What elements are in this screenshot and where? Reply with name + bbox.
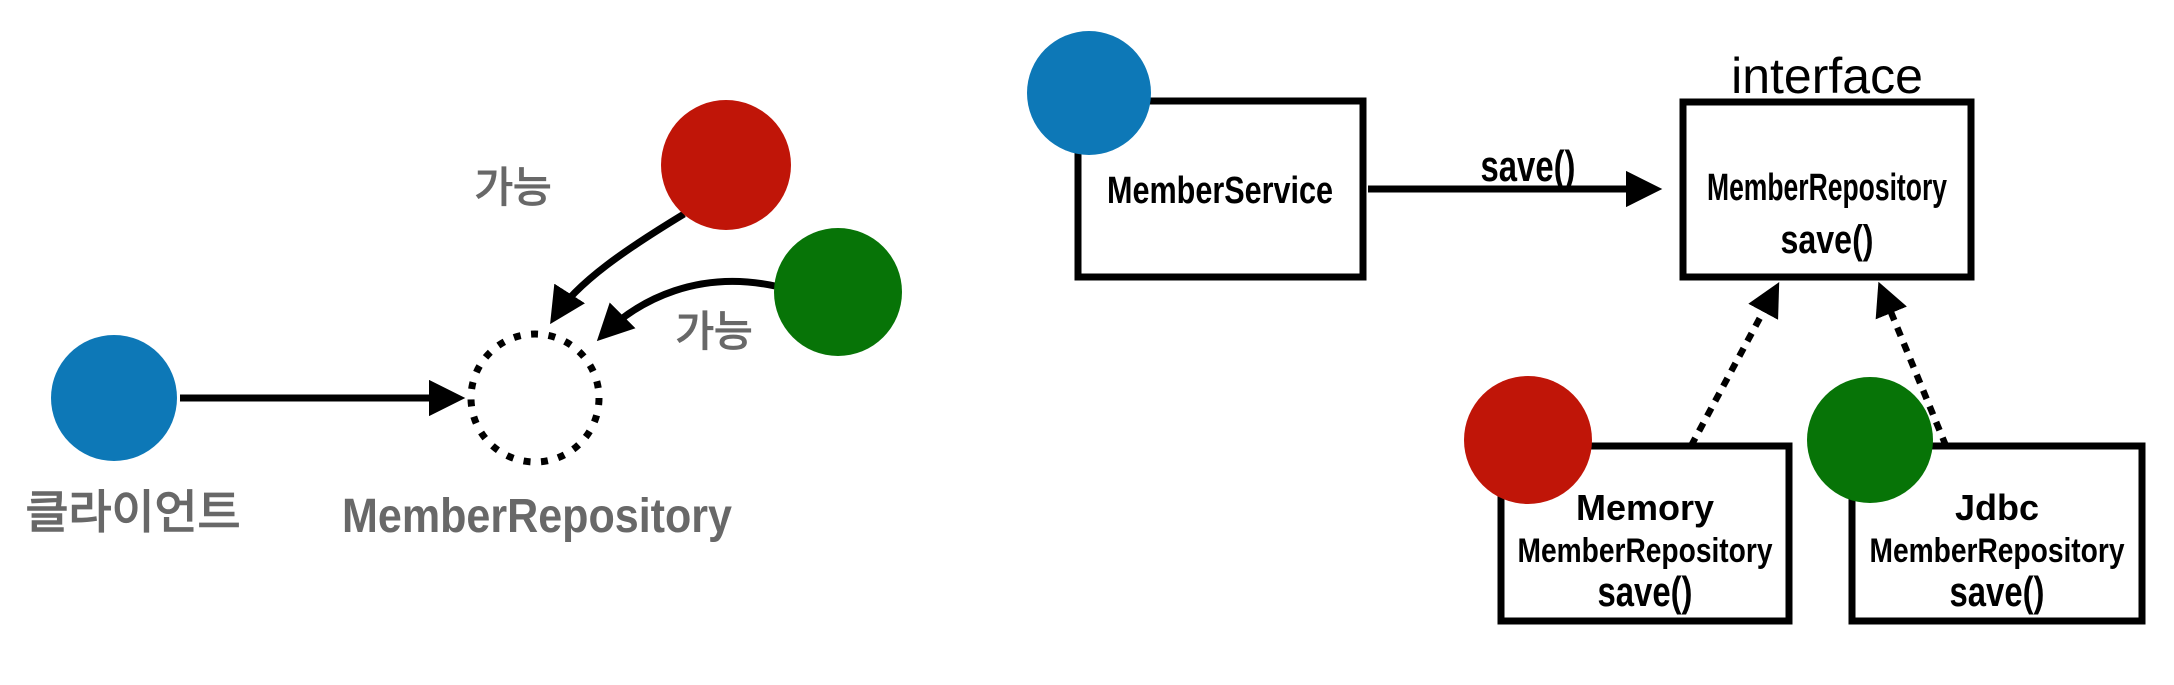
curved-arrow-red-impl — [550, 211, 686, 325]
jdbc-box-method: save() — [1950, 568, 2045, 615]
client-circle — [51, 335, 177, 461]
member-repository-label: MemberRepository — [1707, 167, 1947, 209]
green-impl-circle — [774, 228, 902, 356]
jdbc-impl-circle — [1807, 377, 1933, 503]
curved-arrow-green-impl — [596, 277, 776, 342]
memory-box-method: save() — [1598, 568, 1693, 615]
implements-arrow-memory — [1688, 282, 1780, 448]
member-repository-box — [1679, 98, 1975, 281]
save-arrow-label: save() — [1481, 142, 1576, 191]
jdbc-box-line1: Jdbc — [1955, 487, 2039, 528]
abstract-repository-dotted-circle — [467, 330, 603, 466]
implements-arrow-jdbc — [1875, 281, 1950, 448]
possible-label-red: 가능 — [474, 164, 551, 211]
jdbc-box-line2: MemberRepository — [1870, 532, 2125, 570]
service-impl-circle — [1027, 31, 1151, 155]
possible-label-green: 가능 — [675, 308, 752, 355]
memory-impl-circle — [1464, 376, 1592, 504]
client-label: 클라이언트 — [26, 486, 241, 538]
interface-caption: interface — [1731, 48, 1923, 104]
member-service-label: MemberService — [1107, 170, 1333, 212]
memory-box-line2: MemberRepository — [1518, 532, 1773, 570]
memory-box-line1: Memory — [1576, 487, 1714, 528]
member-repository-method: save() — [1781, 218, 1874, 262]
red-impl-circle — [661, 100, 791, 230]
repository-label: MemberRepository — [342, 490, 732, 543]
